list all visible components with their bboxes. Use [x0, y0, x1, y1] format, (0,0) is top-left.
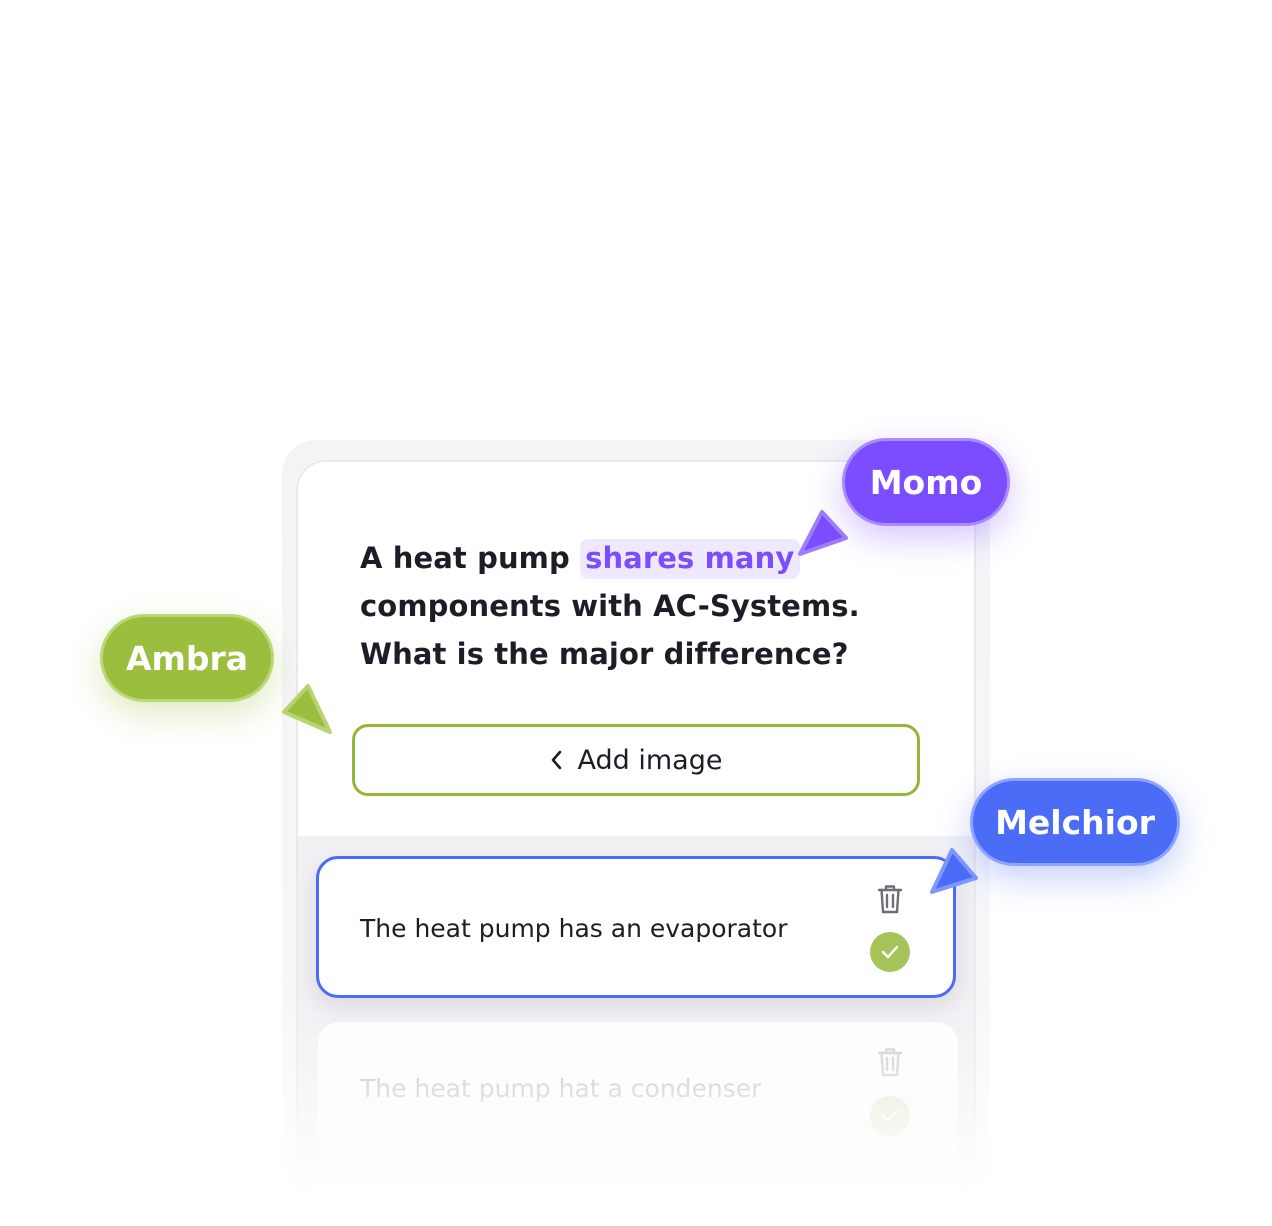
add-image-label: Add image: [577, 744, 723, 776]
collaborator-tag-melchior: Melchior: [970, 778, 1180, 866]
check-icon[interactable]: [870, 932, 910, 972]
answer-text: The heat pump has an evaporator: [360, 914, 788, 943]
add-image-button[interactable]: Add image: [352, 724, 920, 796]
cursor-ambra-icon: [282, 684, 332, 734]
check-icon[interactable]: [870, 1096, 910, 1136]
question-highlight: shares many: [580, 539, 801, 579]
cursor-momo-icon: [798, 510, 848, 556]
collaborator-tag-ambra: Ambra: [100, 614, 274, 702]
question-text-end: components with AC-Systems. What is the …: [360, 589, 860, 671]
cursor-melchior-icon: [930, 848, 978, 894]
trash-icon[interactable]: [876, 883, 904, 919]
question-card: A heat pump shares many components with …: [296, 460, 976, 1200]
question-text: A heat pump shares many components with …: [360, 534, 920, 678]
trash-icon[interactable]: [876, 1046, 904, 1082]
collaborator-tag-momo: Momo: [842, 438, 1010, 526]
question-text-start: A heat pump: [360, 541, 570, 575]
answer-option-faded[interactable]: The heat pump hat a condenser: [318, 1022, 958, 1164]
chevron-left-icon: [550, 749, 564, 771]
answer-option-active[interactable]: The heat pump has an evaporator: [316, 856, 956, 998]
answer-text: The heat pump hat a condenser: [360, 1074, 762, 1103]
